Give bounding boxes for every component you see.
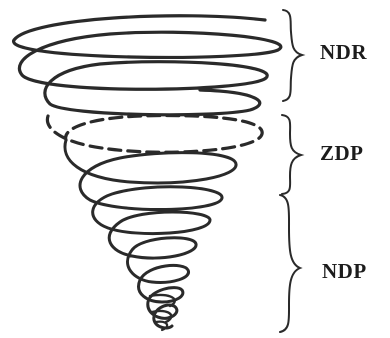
brace-zdp <box>282 115 301 194</box>
spiral-bottom-segment <box>65 140 236 330</box>
brace-ndp <box>280 195 300 332</box>
label-ndr: NDR <box>320 40 367 65</box>
spiral-top-segment <box>14 16 281 115</box>
label-ndp: NDP <box>322 259 367 284</box>
brace-ndr <box>283 10 302 101</box>
label-zdp: ZDP <box>320 141 364 166</box>
spiral-middle-segment <box>47 116 262 153</box>
